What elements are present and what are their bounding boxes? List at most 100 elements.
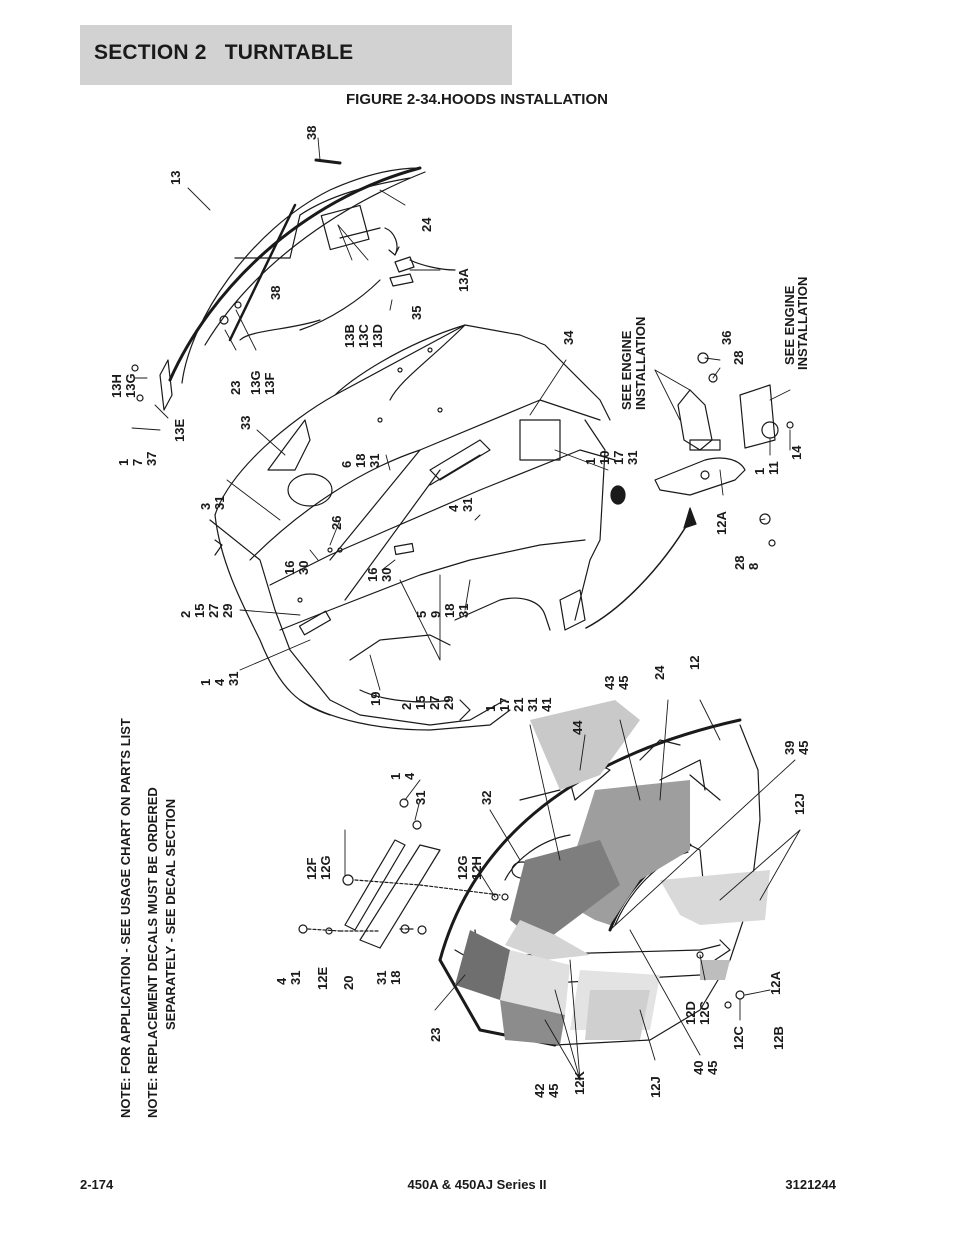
callout-label: 12J <box>792 793 807 815</box>
callout-label: 7 <box>130 459 145 466</box>
callout-label: 13C <box>356 324 371 348</box>
callout-label: 42 <box>532 1084 547 1098</box>
callout-label: 2 <box>178 611 193 618</box>
callout-label: 31 <box>625 451 640 465</box>
document-number: 3121244 <box>785 1177 836 1192</box>
callout-label: 12C <box>697 1001 712 1025</box>
callout-label: 28 <box>732 556 747 570</box>
callout-label: 34 <box>561 330 576 345</box>
svg-text:INSTALLATION: INSTALLATION <box>633 317 648 410</box>
callout-label: 3 <box>198 503 213 510</box>
callout-label: 2 <box>399 703 414 710</box>
callout-label: 19 <box>368 692 383 706</box>
callout-c24b: 24 <box>652 665 667 680</box>
callout-c12: 12 <box>687 656 702 670</box>
callout-label: 17 <box>497 698 512 712</box>
callout-label: 12A <box>768 971 783 995</box>
callout-label: 21 <box>511 698 526 712</box>
callout-c28a: 28 <box>731 351 746 365</box>
callout-label: 12G <box>455 855 470 880</box>
notes-block: NOTE: FOR APPLICATION - SEE USAGE CHART … <box>118 718 178 1118</box>
callout-c13a: 13A <box>456 268 471 292</box>
callout-label: 13 <box>168 171 183 185</box>
callout-label: 1 <box>752 468 767 475</box>
callout-c38b: 38 <box>268 286 283 300</box>
callout-label: 26 <box>329 516 344 530</box>
callout-label: 41 <box>539 698 554 712</box>
side-panel-drawing <box>334 324 466 423</box>
callout-label: 31 <box>525 698 540 712</box>
figure-title: FIGURE 2-34.HOODS INSTALLATION <box>346 91 608 108</box>
callout-label: 18 <box>442 604 457 618</box>
callout-label: 18 <box>388 971 403 985</box>
callout-label: 18 <box>353 454 368 468</box>
callout-label: 32 <box>479 791 494 805</box>
callout-label: 9 <box>428 611 443 618</box>
callout-label: 31 <box>212 496 227 510</box>
callout-label: 11 <box>766 461 781 475</box>
callout-label: 4 <box>402 772 417 780</box>
callout-label: 40 <box>691 1061 706 1075</box>
callout-label: 29 <box>220 604 235 618</box>
callout-label: 12F <box>304 858 319 880</box>
callout-label: 45 <box>796 741 811 755</box>
callout-c14: 14 <box>789 445 804 460</box>
callout-c12k: 12K <box>572 1071 587 1095</box>
callout-label: 38 <box>268 286 283 300</box>
callout-c12e: 12E <box>315 967 330 990</box>
callout-label: 13F <box>262 373 277 395</box>
callout-c12b: 12B <box>771 1026 786 1050</box>
callout-label: 12A <box>714 511 729 535</box>
callout-label: 44 <box>570 720 585 735</box>
callout-label: 24 <box>419 217 434 232</box>
callout-label: 13E <box>172 419 187 442</box>
callout-c26: 26 <box>329 516 344 530</box>
callout-label: 37 <box>144 452 159 466</box>
callout-label: 31 <box>367 454 382 468</box>
turntable-frame-drawing <box>209 324 626 731</box>
hinge-brackets-drawing <box>298 798 509 949</box>
section-title: SECTION 2 TURNTABLE <box>94 41 354 64</box>
callout-c35: 35 <box>409 306 424 320</box>
callout-label: 29 <box>441 696 456 710</box>
callout-label: 12C <box>731 1026 746 1050</box>
callout-label: 13D <box>370 324 385 348</box>
engine-reference-1: SEE ENGINE INSTALLATION <box>619 317 648 410</box>
callout-label: 13H <box>109 374 124 398</box>
note-usage-chart: NOTE: FOR APPLICATION - SEE USAGE CHART … <box>118 718 133 1118</box>
callout-label: 10 <box>597 451 612 465</box>
callout-label: 27 <box>427 696 442 710</box>
note-decal-section: SEPARATELY - SEE DECAL SECTION <box>163 799 178 1030</box>
callout-label: 31 <box>226 672 241 686</box>
callout-label: 1 <box>116 459 131 466</box>
callout-label: 12E <box>315 967 330 990</box>
callout-c23a: 23 <box>228 381 243 395</box>
callout-label: 4 <box>274 977 289 985</box>
callout-c12j2: 12J <box>648 1076 663 1098</box>
callout-label: 20 <box>341 976 356 990</box>
page-number: 2-174 <box>80 1177 114 1192</box>
callout-c19: 19 <box>368 692 383 706</box>
callout-c13e: 13E <box>172 419 187 442</box>
callout-label: 23 <box>228 381 243 395</box>
callout-c24a: 24 <box>419 217 434 232</box>
callout-c12j: 12J <box>792 793 807 815</box>
callout-c38a: 38 <box>304 126 319 140</box>
